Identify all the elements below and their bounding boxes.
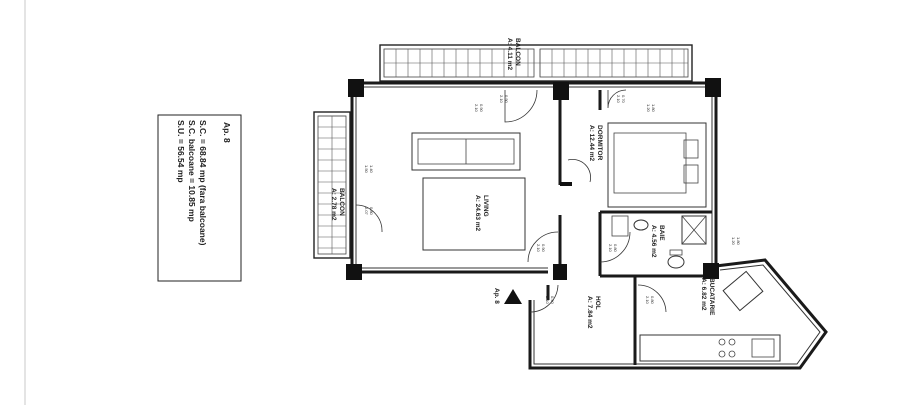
dim-label: 0.90 (504, 95, 509, 104)
svg-text:A: 4.56 m2: A: 4.56 m2 (650, 225, 657, 258)
room-balcon-left: BALCON A: 2.78 m2 (330, 188, 345, 221)
room-baie: BAIE A: 4.56 m2 (650, 225, 665, 258)
dim-label: 0.80 (613, 244, 618, 253)
info-line-2: S.C. balcoane = 10.85 mp (187, 120, 197, 222)
room-dormitor: DORMITOR A: 12.44 m2 (588, 125, 603, 162)
dim-label: 1.80 (651, 104, 656, 113)
dim-label: 2.10 (474, 104, 479, 113)
dim-label: 1.40 (369, 165, 374, 174)
dim-label: 2.10 (536, 244, 541, 253)
sink-icon (633, 219, 649, 231)
room-living: LIVING A: 24.63 m2 (474, 195, 489, 232)
svg-text:BALCON: BALCON (514, 38, 521, 66)
dim-label: 1.20 (731, 237, 736, 246)
stove-icon (718, 338, 726, 346)
sofa-icon (411, 132, 521, 171)
dim-label: 1.50 (364, 165, 369, 174)
dim-label: 2.10 (545, 296, 550, 305)
dim-label: 0.80 (650, 296, 655, 305)
svg-text:BALCON: BALCON (338, 188, 345, 216)
svg-text:BAIE: BAIE (658, 225, 665, 241)
dim-label: 0.90 (479, 104, 484, 113)
dimension-labels: 0.902.10 0.902.10 1.801.20 0.702.10 1.40… (364, 95, 741, 305)
room-hol: HOL A: 7.84 m2 (586, 296, 601, 329)
dim-label: 2.07 (364, 207, 369, 216)
dim-label: 1.20 (646, 104, 651, 113)
apartment-marker: Ap. 8 (493, 288, 522, 304)
svg-text:A: 24.63 m2: A: 24.63 m2 (474, 195, 481, 232)
dim-label: 0.90 (550, 296, 555, 305)
svg-text:DORMITOR: DORMITOR (596, 125, 603, 161)
dim-label: 0.90 (541, 244, 546, 253)
room-balcon-top: BALCON A: 4.11 m2 (506, 38, 521, 71)
room-labels: BALCON A: 4.11 m2 BALCON A: 2.78 m2 LIVI… (330, 38, 715, 329)
info-box: Ap. 8 S.C. = 68.84 mp (fara balcoane) S.… (157, 114, 242, 282)
svg-text:A: 6.82 m2: A: 6.82 m2 (700, 278, 707, 311)
counter-icon (639, 334, 781, 362)
dim-label: 0.70 (621, 95, 626, 104)
svg-text:HOL: HOL (594, 296, 601, 310)
balcony-top (379, 44, 693, 82)
furniture (411, 122, 781, 362)
doors (355, 89, 667, 313)
svg-text:A: 7.84 m2: A: 7.84 m2 (586, 296, 593, 329)
dim-label: 2.10 (616, 95, 621, 104)
svg-text:LIVING: LIVING (482, 195, 489, 217)
rug-icon (422, 177, 526, 251)
columns (346, 78, 721, 280)
info-title: Ap. 8 (222, 122, 232, 143)
marker-label: Ap. 8 (493, 288, 500, 304)
dim-label: 0.80 (369, 207, 374, 216)
room-bucatarie: BUCATARIE A: 6.82 m2 (700, 278, 715, 316)
svg-text:A: 4.11 m2: A: 4.11 m2 (506, 38, 513, 71)
dim-label: 1.80 (736, 237, 741, 246)
fridge-icon (722, 270, 764, 312)
dim-label: 2.10 (499, 95, 504, 104)
svg-text:BUCATARIE: BUCATARIE (708, 278, 715, 316)
bed-icon (607, 122, 707, 208)
svg-text:A: 2.78 m2: A: 2.78 m2 (330, 188, 337, 221)
shower-icon (681, 215, 707, 245)
svg-text:A: 12.44 m2: A: 12.44 m2 (588, 125, 595, 162)
info-line-1: S.C. = 68.84 mp (fara balcoane) (198, 120, 208, 246)
dim-label: 2.10 (645, 296, 650, 305)
toilet-icon (667, 255, 685, 269)
balcony-left (313, 111, 351, 259)
info-line-3: S.U. = 56.54 mp (176, 120, 186, 183)
dim-label: 2.10 (608, 244, 613, 253)
